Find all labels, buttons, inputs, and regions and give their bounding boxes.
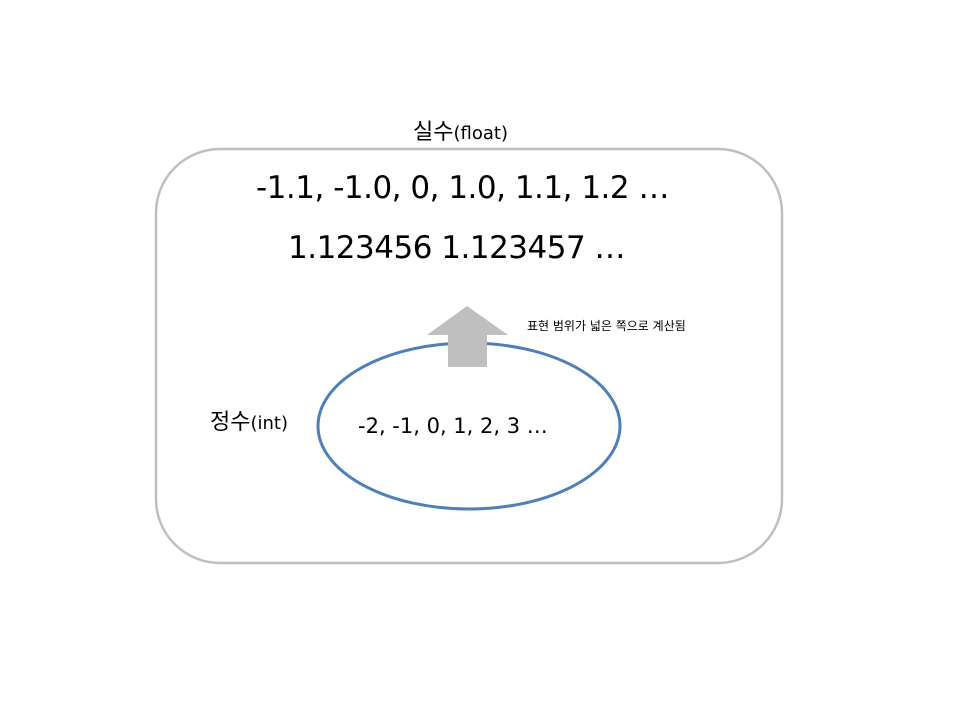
promotion-arrow-icon (427, 306, 508, 367)
int-set-title: 정수(int) (210, 404, 288, 436)
int-values: -2, -1, 0, 1, 2, 3 … (358, 414, 548, 438)
float-set-title-korean: 실수 (413, 120, 454, 145)
float-set-box (154, 147, 784, 565)
int-set-title-korean: 정수 (210, 410, 251, 435)
int-set-title-english: (int) (250, 413, 288, 434)
float-set-title-english: (float) (453, 123, 508, 144)
float-set-title: 실수(float) (413, 114, 508, 146)
float-values-line-1: -1.1, -1.0, 0, 1.0, 1.1, 1.2 … (256, 170, 670, 206)
float-values-line-2: 1.123456 1.123457 … (288, 230, 626, 266)
promotion-arrow-label: 표현 범위가 넓은 쪽으로 계산됨 (527, 319, 686, 333)
